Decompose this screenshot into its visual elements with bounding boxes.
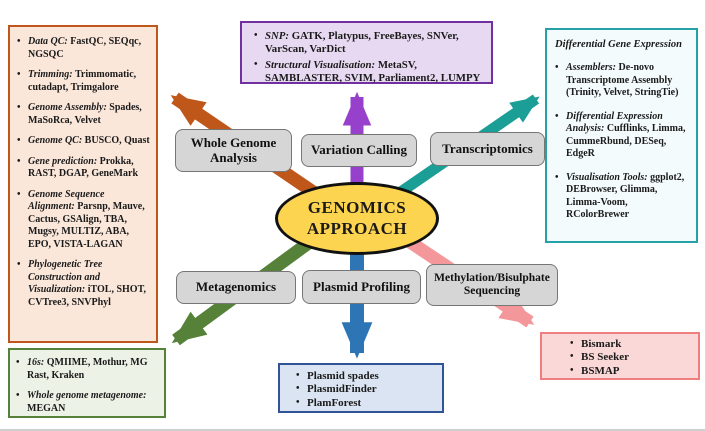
- tool-names: FastQC, SEQqc, NGSQC: [28, 36, 142, 60]
- whole-genome-tools-box: Data QC: FastQC, SEQqc, NGSQC Trimming: …: [8, 25, 158, 343]
- methylation-tool-list: Bismark BS Seeker BSMAP: [570, 338, 692, 378]
- tool-item: Whole genome metagenome: MEGAN: [16, 390, 161, 415]
- branch-label-methylation-sequencing: Methylation/Bisulphate Sequencing: [426, 264, 558, 306]
- tool-names: Spades, MaSoRca, Velvet: [28, 102, 142, 126]
- tool-names: Trimmomatic, cutadapt, Trimgalore: [28, 69, 137, 93]
- tool-category: Trimming:: [28, 69, 73, 80]
- tool-names: MEGAN: [27, 402, 66, 414]
- whole-genome-tool-list: Data QC: FastQC, SEQqc, NGSQC Trimming: …: [17, 36, 152, 309]
- branch-label-whole-genome-analysis: Whole Genome Analysis: [175, 129, 292, 172]
- tool-item: Genome QC: BUSCO, Quast: [17, 135, 152, 148]
- tool-category: Phylogenetic Tree Construction and Visua…: [28, 259, 103, 295]
- tool-text: Assemblers: De-novo Transcriptome Assemb…: [566, 62, 693, 100]
- tool-text: Trimming: Trimmomatic, cutadapt, Trimgal…: [28, 69, 152, 94]
- branch-label-metagenomics: Metagenomics: [176, 271, 296, 304]
- tool-category: 16s:: [27, 357, 45, 368]
- metagenomics-tools-box: 16s: QMIIME, Mothur, MG Rast, Kraken Who…: [8, 348, 166, 418]
- tool-category: Genome Sequence Alignment:: [28, 188, 105, 213]
- tool-names: QMIIME, Mothur, MG Rast, Kraken: [27, 357, 148, 381]
- tool-text: Bismark: [581, 338, 692, 351]
- branch-label-transcriptomics: Transcriptomics: [430, 132, 545, 166]
- tool-category: Data QC:: [28, 36, 68, 47]
- plasmid-tool-list: Plasmid spades PlasmidFinder PlamForest: [296, 370, 436, 410]
- central-node-line1: GENOMICS: [307, 198, 407, 218]
- tool-category: Genome QC:: [28, 135, 83, 146]
- tool-item: Genome Assembly: Spades, MaSoRca, Velvet: [17, 102, 152, 127]
- transcriptomics-tool-list: Assemblers: De-novo Transcriptome Assemb…: [555, 62, 693, 222]
- branch-label-variation-calling: Variation Calling: [301, 134, 417, 167]
- tool-text: Genome Assembly: Spades, MaSoRca, Velvet: [28, 102, 152, 127]
- tool-item: PlamForest: [296, 397, 436, 410]
- tool-names: ggplot2, DEBrowser, Glimma, Limma-Voom, …: [566, 171, 685, 221]
- tool-text: Gene prediction: Prokka, RAST, DGAP, Gen…: [28, 156, 152, 181]
- tool-names: Bismark: [581, 338, 622, 350]
- tool-text: Data QC: FastQC, SEQqc, NGSQC: [28, 36, 152, 61]
- tool-item: Gene prediction: Prokka, RAST, DGAP, Gen…: [17, 156, 152, 181]
- variation-calling-tools-box: SNP: GATK, Platypus, FreeBayes, SNVer, V…: [240, 21, 493, 84]
- tool-category: Genome Assembly:: [28, 102, 107, 113]
- tool-names: MetaSV, SAMBLASTER, SVIM, Parliament2, L…: [265, 58, 481, 85]
- metagenomics-tool-list: 16s: QMIIME, Mothur, MG Rast, Kraken Who…: [16, 357, 161, 415]
- tool-names: GATK, Platypus, FreeBayes, SNVer, VarSca…: [265, 30, 459, 56]
- variation-calling-tool-list: SNP: GATK, Platypus, FreeBayes, SNVer, V…: [254, 30, 485, 86]
- tool-text: Structural Visualisation: MetaSV, SAMBLA…: [265, 59, 485, 86]
- tool-names: Prokka, RAST, DGAP, GeneMark: [28, 155, 138, 180]
- tool-names: PlasmidFinder: [307, 383, 377, 396]
- tool-names: Parsnp, Mauve, Cactus, GSAlign, TBA, Mug…: [28, 201, 145, 250]
- central-node-genomics-approach: GENOMICS APPROACH: [275, 182, 439, 255]
- tool-text: 16s: QMIIME, Mothur, MG Rast, Kraken: [27, 357, 161, 382]
- tool-names: iTOL, SHOT, CVTree3, SNVPhyl: [28, 284, 147, 308]
- tool-category: Gene prediction:: [28, 155, 98, 167]
- transcriptomics-box-title: Differential Gene Expression: [555, 39, 682, 50]
- tool-names: Plasmid spades: [307, 370, 379, 382]
- tool-item: BSMAP: [570, 365, 692, 378]
- tool-item: Plasmid spades: [296, 370, 436, 383]
- tool-names: Cufflinks, Limma, CummeRbund, DESeq, Edg…: [566, 123, 686, 159]
- tool-text: PlasmidFinder: [307, 383, 436, 396]
- central-node-line2: APPROACH: [306, 218, 408, 238]
- tool-category: Whole genome metagenome:: [27, 390, 147, 401]
- tool-item: Data QC: FastQC, SEQqc, NGSQC: [17, 36, 152, 61]
- tool-text: Plasmid spades: [307, 370, 436, 383]
- tool-text: SNP: GATK, Platypus, FreeBayes, SNVer, V…: [265, 30, 485, 57]
- tool-item: Trimming: Trimmomatic, cutadapt, Trimgal…: [17, 69, 152, 94]
- tool-item: Genome Sequence Alignment: Parsnp, Mauve…: [17, 189, 152, 252]
- tool-names: De-novo Transcriptome Assembly (Trinity,…: [566, 62, 679, 98]
- tool-text: BS Seeker: [581, 351, 692, 364]
- tool-item: SNP: GATK, Platypus, FreeBayes, SNVer, V…: [254, 30, 485, 57]
- tool-category: Structural Visualisation:: [265, 58, 376, 71]
- tool-item: Phylogenetic Tree Construction and Visua…: [17, 259, 152, 309]
- tool-names: BUSCO, Quast: [82, 135, 150, 146]
- tool-text: Whole genome metagenome: MEGAN: [27, 390, 161, 415]
- tool-names: BS Seeker: [581, 351, 629, 364]
- branch-label-plasmid-profiling: Plasmid Profiling: [302, 270, 421, 304]
- plasmid-profiling-tools-box: Plasmid spades PlasmidFinder PlamForest: [278, 363, 444, 413]
- tool-names: PlamForest: [307, 396, 362, 409]
- tool-category: SNP:: [265, 30, 289, 42]
- tool-names: BSMAP: [581, 364, 620, 377]
- tool-item: 16s: QMIIME, Mothur, MG Rast, Kraken: [16, 357, 161, 382]
- tool-item: PlasmidFinder: [296, 383, 436, 396]
- tool-text: Genome Sequence Alignment: Parsnp, Mauve…: [28, 189, 152, 252]
- tool-category: Assemblers:: [566, 62, 616, 73]
- transcriptomics-tools-box: Differential Gene Expression Assemblers:…: [545, 28, 698, 243]
- tool-item: Visualisation Tools: ggplot2, DEBrowser,…: [555, 172, 693, 222]
- tool-item: BS Seeker: [570, 351, 692, 364]
- methylation-tools-box: Bismark BS Seeker BSMAP: [540, 332, 700, 380]
- tool-item: Differential Expression Analysis: Cuffli…: [555, 111, 693, 161]
- tool-text: BSMAP: [581, 365, 692, 378]
- tool-item: Assemblers: De-novo Transcriptome Assemb…: [555, 62, 693, 100]
- tool-category: Visualisation Tools:: [566, 171, 648, 183]
- tool-item: Bismark: [570, 338, 692, 351]
- tool-text: Phylogenetic Tree Construction and Visua…: [28, 259, 152, 309]
- tool-text: Genome QC: BUSCO, Quast: [28, 135, 152, 148]
- tool-text: Differential Expression Analysis: Cuffli…: [566, 111, 693, 161]
- tool-text: Visualisation Tools: ggplot2, DEBrowser,…: [566, 172, 693, 222]
- tool-item: Structural Visualisation: MetaSV, SAMBLA…: [254, 59, 485, 86]
- tool-text: PlamForest: [307, 397, 436, 410]
- tool-category: Differential Expression Analysis:: [566, 110, 663, 135]
